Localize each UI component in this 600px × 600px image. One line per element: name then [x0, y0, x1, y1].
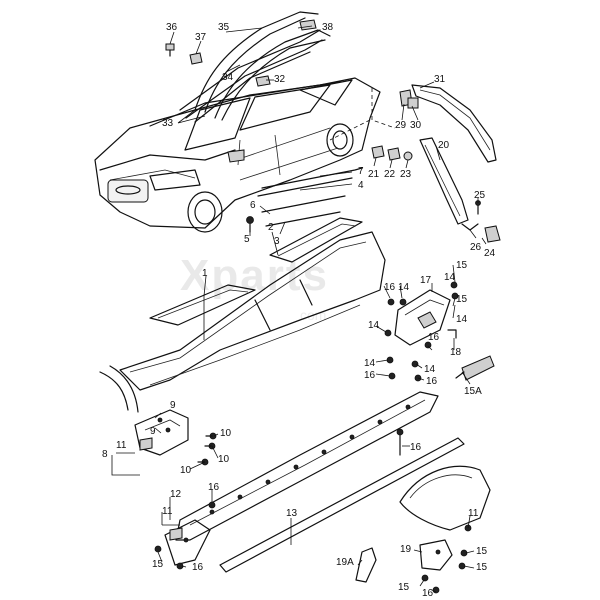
part-4-strip — [257, 177, 353, 197]
callout-35: 35 — [218, 22, 230, 33]
rear-wheel — [326, 123, 354, 157]
callout-7: 7 — [358, 166, 364, 177]
leader-lines — [111, 25, 487, 593]
side-skirt — [175, 391, 439, 541]
callout-16e: 16 — [410, 442, 422, 453]
callout-5: 5 — [244, 234, 250, 245]
callout-23: 23 — [400, 169, 412, 180]
part-16-screw-mid — [396, 428, 404, 456]
callout-14f: 14 — [424, 364, 436, 375]
callout-37: 37 — [195, 32, 207, 43]
callout-15e: 15 — [476, 562, 488, 573]
car-illustration — [94, 29, 381, 233]
part-3-strip — [265, 211, 341, 227]
part-38-clip — [299, 19, 317, 31]
front-wheel — [187, 191, 223, 233]
callout-26: 26 — [470, 242, 482, 253]
part-31-window-trim — [411, 84, 497, 163]
part-37-clip — [189, 52, 203, 65]
mirror — [227, 149, 245, 163]
callout-15b: 15 — [456, 294, 468, 305]
part-32-clip — [255, 75, 271, 87]
callout-15c: 15 — [476, 546, 488, 557]
part-20-pillar-trim — [419, 137, 469, 225]
callout-10b: 10 — [218, 454, 230, 465]
callout-8: 8 — [102, 449, 108, 460]
callout-30: 30 — [410, 120, 422, 131]
part-19-bracket — [419, 524, 472, 594]
callout-16h: 16 — [422, 588, 434, 599]
callout-13: 13 — [286, 508, 298, 519]
callout-9a: 9 — [170, 400, 176, 411]
parts-21-23-clips — [371, 145, 413, 161]
callout-25: 25 — [474, 190, 486, 201]
part-2-sill-plate — [269, 217, 363, 263]
callout-10c: 10 — [180, 465, 192, 476]
callout-16d: 16 — [426, 376, 438, 387]
callout-19A: 19A — [336, 557, 354, 568]
callout-14e: 14 — [364, 358, 376, 369]
callout-15a: 15 — [456, 260, 468, 271]
callout-21: 21 — [368, 169, 380, 180]
callout-14c: 14 — [456, 314, 468, 325]
audi-rings-emblem — [115, 185, 141, 195]
callout-29: 29 — [395, 120, 407, 131]
rear-wheel-arch — [399, 465, 491, 531]
callout-6: 6 — [250, 200, 256, 211]
skirt-clips — [209, 404, 411, 515]
part-1-sill-plate — [149, 284, 256, 326]
callout-labels: 36 35 37 38 34 32 33 31 29 30 20 21 22 2… — [102, 22, 496, 599]
part-30-clip — [407, 97, 419, 109]
callout-18: 18 — [450, 347, 462, 358]
callout-16c: 16 — [364, 370, 376, 381]
callout-16f: 16 — [208, 482, 220, 493]
bracket-assembly-right — [384, 281, 459, 382]
callout-16g: 16 — [192, 562, 204, 573]
part-19A-bracket — [355, 547, 377, 583]
callout-2: 2 — [268, 222, 274, 233]
callout-24: 24 — [484, 248, 496, 259]
callout-15d: 15 — [152, 559, 164, 570]
callout-22: 22 — [384, 169, 396, 180]
callout-14d: 14 — [368, 320, 380, 331]
callout-16b: 16 — [428, 332, 440, 343]
callout-11c: 11 — [468, 508, 479, 519]
callout-4: 4 — [358, 180, 364, 191]
part-36-screw — [165, 43, 175, 57]
callout-14b: 14 — [398, 282, 410, 293]
part-15A-clip — [461, 355, 495, 381]
callout-11a: 11 — [116, 440, 127, 451]
callout-34: 34 — [222, 72, 234, 83]
callout-38: 38 — [322, 22, 334, 33]
callout-36: 36 — [166, 22, 178, 33]
callout-12: 12 — [170, 489, 182, 500]
part-6-strip — [261, 195, 346, 213]
callout-1: 1 — [202, 268, 208, 279]
callout-9b: 9 — [150, 426, 156, 437]
callout-11b: 11 — [162, 506, 173, 517]
callout-33: 33 — [162, 118, 174, 129]
door-sill-body — [99, 231, 386, 413]
callout-17: 17 — [420, 275, 432, 286]
callout-32: 32 — [274, 74, 286, 85]
bracket-assembly-left — [134, 409, 189, 456]
parts-24-26 — [461, 200, 501, 243]
callout-14a: 14 — [444, 272, 456, 283]
part-7-strip — [261, 167, 363, 189]
front-grille — [107, 179, 149, 203]
callout-10a: 10 — [220, 428, 232, 439]
callout-31: 31 — [434, 74, 446, 85]
part-13-strip — [219, 437, 465, 573]
callout-3: 3 — [274, 236, 280, 247]
bracket-assembly-front — [154, 501, 216, 570]
callout-15f: 15 — [398, 582, 410, 593]
callout-16a: 16 — [384, 282, 396, 293]
callout-15A: 15A — [464, 386, 482, 397]
callout-19: 19 — [400, 544, 412, 555]
callout-20: 20 — [438, 140, 450, 151]
part-5-screw — [246, 216, 254, 233]
